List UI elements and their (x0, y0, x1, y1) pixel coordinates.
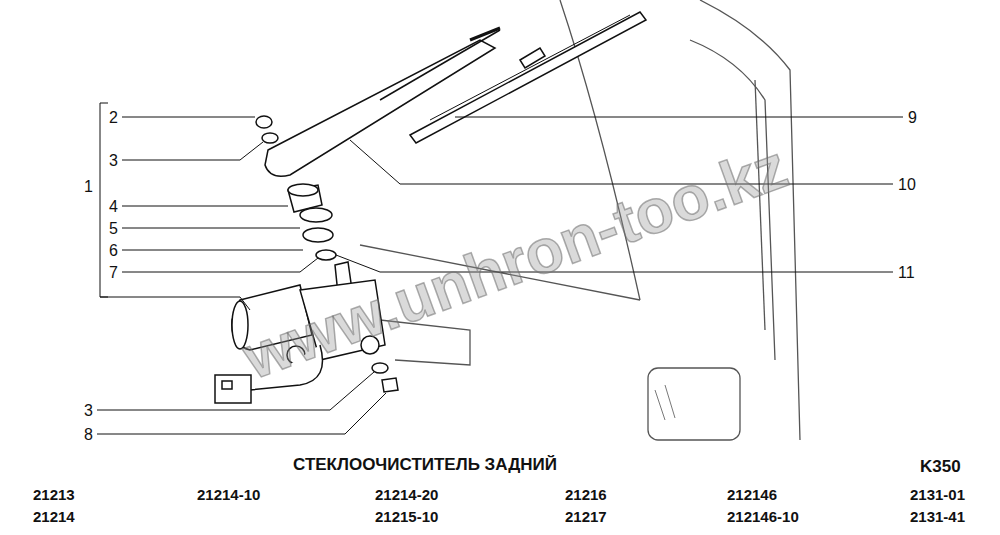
sheet-code: K350 (920, 458, 961, 475)
model-code: 21214-10 (197, 487, 260, 502)
callout-number: 3 (109, 153, 118, 169)
callout-number: 7 (109, 265, 118, 281)
model-code: 212146 (727, 487, 777, 502)
callout-number: 4 (109, 199, 118, 215)
model-code: 21213 (33, 487, 75, 502)
model-code: 21214-20 (375, 487, 438, 502)
model-code: 2131-01 (910, 487, 965, 502)
callout-number: 11 (898, 265, 915, 281)
watermark: www.unhron-too.kz (235, 135, 795, 389)
callout-number: 3 (84, 403, 93, 419)
callout-number: 1 (84, 179, 93, 195)
model-code: 2131-41 (910, 509, 965, 524)
callout-number: 2 (109, 110, 118, 126)
callout-number: 8 (84, 427, 93, 443)
callout-number: 6 (109, 243, 118, 259)
model-code: 212146-10 (727, 509, 799, 524)
model-code: 21214 (33, 509, 75, 524)
callout-number: 10 (898, 177, 916, 193)
callout-number: 9 (908, 110, 917, 126)
title: СТЕКЛООЧИСТИТЕЛЬ ЗАДНИЙ (293, 456, 557, 473)
model-code: 21215-10 (375, 509, 438, 524)
model-code: 21216 (565, 487, 607, 502)
model-code: 21217 (565, 509, 607, 524)
callout-number: 5 (109, 221, 118, 237)
